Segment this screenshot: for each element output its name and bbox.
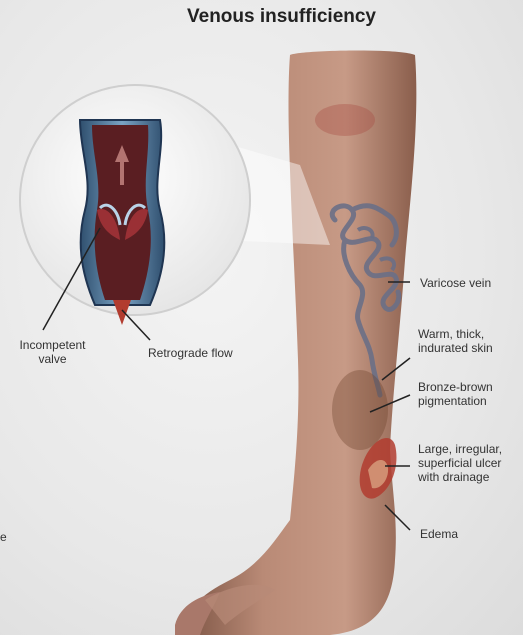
leg-shape bbox=[180, 50, 417, 635]
retrograde-flow-tip bbox=[113, 300, 131, 325]
label-line: indurated skin bbox=[418, 341, 493, 355]
label-line: superficial ulcer bbox=[418, 456, 502, 470]
label-warm-skin: Warm, thick, indurated skin bbox=[418, 327, 493, 355]
label-line: pigmentation bbox=[418, 394, 487, 408]
label-retrograde-flow: Retrograde flow bbox=[148, 346, 233, 360]
label-line: Incompetent bbox=[19, 338, 86, 352]
label-pigmentation: Bronze-brown pigmentation bbox=[418, 380, 493, 408]
label-line: Large, irregular, bbox=[418, 442, 503, 456]
varicose-vein-shape bbox=[329, 203, 402, 398]
edge-text: e bbox=[0, 530, 7, 544]
label-varicose-vein: Varicose vein bbox=[420, 276, 492, 290]
label-line: with drainage bbox=[418, 470, 490, 484]
flow-arrow bbox=[115, 145, 129, 185]
valve-leaflet-left bbox=[97, 209, 120, 240]
label-line: Warm, thick, bbox=[418, 327, 485, 341]
pigmentation-area bbox=[332, 370, 388, 450]
label-edema: Edema bbox=[420, 527, 459, 541]
label-incompetent-valve: Incompetent valve bbox=[15, 338, 90, 366]
valve-leaflet-right bbox=[125, 209, 148, 240]
label-ulcer: Large, irregular, superficial ulcer with… bbox=[418, 442, 502, 484]
label-line: valve bbox=[38, 352, 67, 366]
label-line: Bronze-brown bbox=[418, 380, 493, 394]
page-title: Venous insufficiency bbox=[187, 6, 376, 27]
